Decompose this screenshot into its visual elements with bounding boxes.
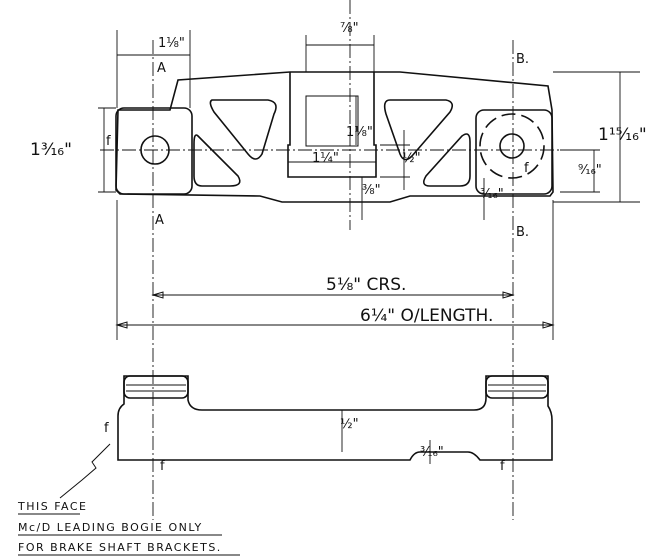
slot-inner	[305, 95, 359, 147]
central-slot	[287, 72, 377, 178]
note-this-face: THIS FACE	[17, 500, 88, 513]
bracket-outline	[115, 71, 554, 203]
dim-1-2-top: ½"	[402, 151, 421, 166]
section-label-b-bottom: B.	[516, 225, 529, 240]
section-label-b-top: B.	[516, 52, 529, 67]
notes-block: THIS FACE Mc/D LEADING BOGIE ONLY FOR BR…	[17, 500, 240, 556]
note-leader	[59, 443, 111, 499]
finish-mark-side-bottom-right: f	[500, 459, 505, 474]
section-label-a-top: A	[157, 61, 166, 76]
dim-1-1-8-top: 1⅛"	[158, 36, 185, 51]
plan-dimensions: 1⅛" ⅞" 1³⁄₁₆" 1¹⁵⁄₁₆" 1⅛" 1¼" ½" ⅜"	[30, 21, 647, 340]
lightening-hole-right-lower	[422, 133, 471, 187]
dim-1-2-side: ½"	[340, 417, 359, 432]
side-boss-right	[485, 375, 549, 399]
side-body	[117, 375, 553, 461]
dim-5-1-8-crs: 5⅛" CRS.	[326, 275, 406, 295]
side-view: ½" ³⁄₁₆"	[117, 375, 553, 464]
lightening-hole-left-upper	[209, 99, 277, 160]
finish-mark-side-bottom-left: f	[160, 459, 165, 474]
dim-3-8: ⅜"	[362, 183, 381, 198]
dim-1-1-4: 1¼"	[312, 151, 339, 166]
side-boss-left	[123, 375, 189, 399]
right-bolt-hole	[499, 133, 525, 159]
left-boss	[115, 107, 193, 195]
dim-1-3-16: 1³⁄₁₆"	[30, 140, 72, 160]
dim-1-1-8-inner: 1⅛"	[346, 125, 373, 140]
finish-mark-left: f	[106, 134, 111, 149]
finish-mark-right: f	[524, 161, 529, 176]
dim-3-16-top: ³⁄₁₆"	[480, 187, 504, 202]
lightening-hole-right-upper	[383, 99, 454, 161]
dim-1-15-16: 1¹⁵⁄₁₆"	[598, 125, 647, 145]
dim-9-16: ⁹⁄₁₆"	[578, 163, 602, 178]
section-labels: A A B. B.	[155, 52, 529, 240]
right-boss	[475, 109, 553, 195]
note-brake-shaft: FOR BRAKE SHAFT BRACKETS.	[18, 541, 222, 554]
section-label-a-bottom: A	[155, 213, 164, 228]
finish-mark-side-left: f	[104, 421, 109, 436]
dim-3-16-side: ³⁄₁₆"	[420, 445, 444, 460]
lightening-hole-left-lower	[193, 134, 241, 187]
dim-6-1-4-length: 6¼" O/LENGTH.	[360, 306, 493, 326]
dim-7-8: ⅞"	[340, 21, 359, 36]
right-boss-circle	[479, 113, 545, 179]
plan-view	[100, 0, 600, 520]
note-leading-bogie: Mc/D LEADING BOGIE ONLY	[18, 521, 203, 534]
